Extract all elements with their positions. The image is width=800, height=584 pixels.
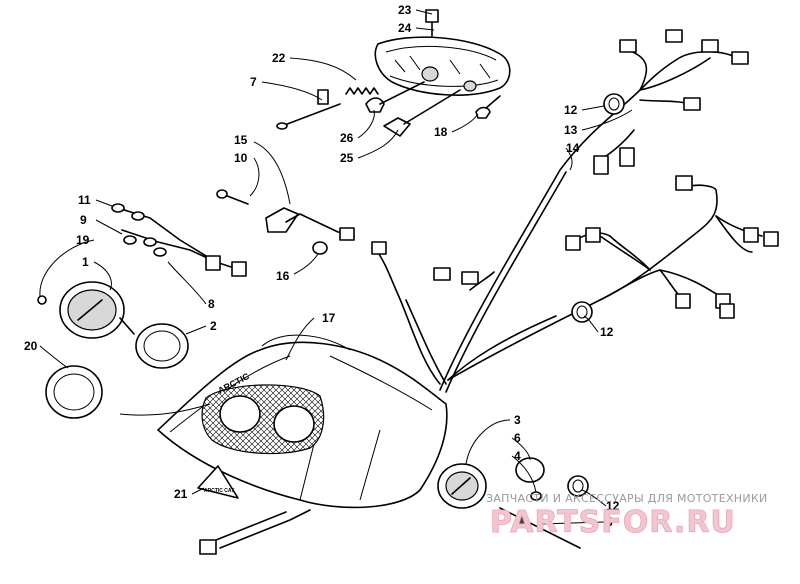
callout-4: 4	[514, 449, 521, 463]
lower-harness	[199, 509, 311, 555]
callout-18: 18	[434, 125, 448, 139]
callout-leaders	[39, 9, 633, 525]
harness-connectors	[433, 29, 779, 319]
wiring-harness-14	[375, 49, 763, 393]
grommet-12-mid	[571, 301, 593, 323]
callout-25: 25	[340, 151, 354, 165]
watermark-caption: ЗАПЧАСТИ И АКСЕССУАРЫ ДЛЯ МОТОТЕХНИКИ	[486, 492, 768, 505]
gasket-2	[135, 323, 189, 369]
callout-13: 13	[564, 123, 578, 137]
nut-16	[312, 241, 328, 255]
callout-12-top: 12	[564, 103, 578, 117]
callout-9: 9	[80, 213, 87, 227]
callout-21: 21	[174, 487, 188, 501]
callout-5: 5	[606, 515, 613, 529]
callout-17: 17	[322, 311, 336, 325]
spring-22	[345, 87, 379, 95]
bulb-18	[475, 95, 501, 119]
callout-3: 3	[514, 413, 521, 427]
callout-26: 26	[340, 131, 354, 145]
callout-1: 1	[82, 255, 89, 269]
decal-21: ARCTIC CAT	[197, 465, 239, 499]
clip-12-lower	[567, 475, 589, 497]
callout-14: 14	[566, 141, 580, 155]
bulb-26	[365, 81, 425, 113]
bezel-20	[45, 365, 103, 419]
callout-20: 20	[24, 339, 38, 353]
callout-24: 24	[398, 21, 412, 35]
watermark: ЗАПЧАСТИ И АКСЕССУАРЫ ДЛЯ МОТОТЕХНИКИ PA…	[486, 492, 768, 540]
callout-labels: 23 24 22 7 26 25 18 12 13 14 15 10 16 11…	[24, 3, 620, 529]
adjuster-screw-7	[276, 89, 341, 130]
callout-16: 16	[276, 269, 290, 283]
callout-12-lower: 12	[606, 499, 620, 513]
cable-5	[499, 507, 581, 549]
bulb-socket-25	[383, 89, 461, 137]
gauge-1	[59, 281, 135, 339]
callout-19: 19	[76, 233, 90, 247]
speedo-housing-3	[437, 463, 487, 509]
bulb-19	[37, 295, 47, 305]
callout-8: 8	[208, 297, 215, 311]
callout-11: 11	[78, 193, 91, 207]
headlight-assembly	[374, 36, 511, 96]
screw-10	[216, 189, 249, 205]
callout-6: 6	[514, 431, 521, 445]
callout-15: 15	[234, 133, 248, 147]
grommet-4-6	[515, 457, 545, 501]
callout-12-mid: 12	[600, 325, 614, 339]
callout-10: 10	[234, 151, 248, 165]
wire-leads-11-9	[111, 203, 247, 277]
decal-text: ARCTIC CAT	[204, 488, 234, 494]
connector-plug	[339, 227, 387, 255]
callout-2: 2	[210, 319, 217, 333]
grommet-12-top	[603, 93, 625, 115]
watermark-brand: PARTSFOR.RU	[490, 505, 736, 540]
mesh-grille-17	[201, 384, 325, 455]
callout-22: 22	[272, 51, 286, 65]
callout-23: 23	[398, 3, 412, 17]
callout-7: 7	[250, 75, 257, 89]
